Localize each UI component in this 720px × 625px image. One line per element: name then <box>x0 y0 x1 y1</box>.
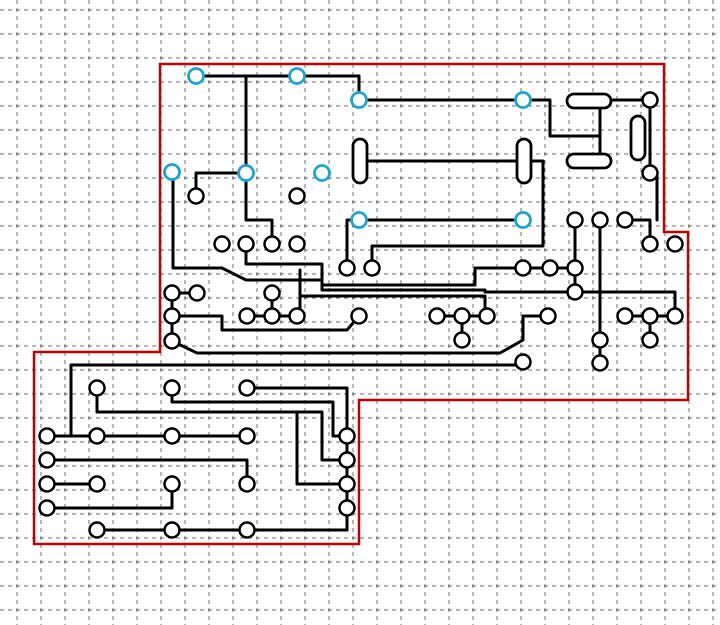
pad <box>338 475 356 493</box>
pad <box>38 499 56 517</box>
pad <box>616 211 634 229</box>
pad <box>163 521 181 539</box>
pad <box>478 307 496 325</box>
pad <box>38 451 56 469</box>
pad <box>350 307 368 325</box>
pad <box>263 307 281 325</box>
pad <box>288 235 306 253</box>
pad <box>238 307 256 325</box>
trace <box>45 458 249 486</box>
trace <box>45 363 73 438</box>
pad <box>591 354 609 372</box>
pad <box>263 284 281 302</box>
mounting-pad <box>514 91 532 109</box>
trace <box>244 242 525 287</box>
pad <box>338 499 356 517</box>
pad <box>641 164 659 182</box>
pad <box>566 259 584 277</box>
pad <box>453 331 471 349</box>
pad <box>38 427 56 445</box>
mounting-pad <box>288 67 306 85</box>
pad <box>591 211 609 229</box>
trace <box>170 314 550 355</box>
slot-pads <box>351 92 647 185</box>
pad <box>213 235 231 253</box>
pad <box>338 259 356 277</box>
pad <box>514 259 532 277</box>
mounting-pad <box>163 163 181 181</box>
pad <box>338 451 356 469</box>
pad <box>163 427 181 445</box>
pad <box>666 307 684 325</box>
board-outline <box>32 62 690 546</box>
mounting-pads <box>163 67 532 229</box>
pad <box>514 353 532 371</box>
pad <box>641 307 659 325</box>
pad <box>288 307 306 325</box>
pad <box>238 427 256 445</box>
trace <box>295 410 349 486</box>
pad <box>88 521 106 539</box>
slot-pad <box>565 92 613 110</box>
pad <box>428 307 446 325</box>
pad <box>238 521 256 539</box>
pad <box>88 379 106 397</box>
pad <box>641 91 659 109</box>
slot-pad <box>351 137 369 185</box>
pad <box>453 307 471 325</box>
mounting-pad <box>237 164 255 182</box>
pad <box>163 307 181 325</box>
trace <box>95 386 349 462</box>
pad <box>238 475 256 493</box>
pad <box>616 307 634 325</box>
mounting-pad <box>350 211 368 229</box>
pad <box>88 475 106 493</box>
pad <box>363 259 381 277</box>
trace <box>245 386 349 438</box>
slot-pad <box>515 137 533 185</box>
pad <box>566 283 584 301</box>
pad <box>591 331 609 349</box>
trace <box>95 506 349 532</box>
pad <box>163 475 181 493</box>
pad <box>666 235 684 253</box>
pad <box>188 284 206 302</box>
mounting-pad <box>187 67 205 85</box>
pad <box>566 211 584 229</box>
trace <box>244 171 274 246</box>
pad <box>163 379 181 397</box>
trace <box>370 159 545 270</box>
pad <box>338 427 356 445</box>
trace <box>170 314 361 332</box>
pads <box>38 91 684 539</box>
trace <box>45 482 174 510</box>
slot-pad <box>629 114 647 162</box>
pad <box>641 235 659 253</box>
slot-pad <box>565 152 613 170</box>
mounting-pad <box>514 211 532 229</box>
mounting-pad <box>313 164 331 182</box>
pad <box>263 235 281 253</box>
pad <box>163 284 181 302</box>
pad <box>238 379 256 397</box>
trace <box>194 74 361 102</box>
pad <box>237 235 255 253</box>
trace <box>170 386 349 438</box>
pad <box>88 427 106 445</box>
mounting-pad <box>350 91 368 109</box>
pad <box>187 187 205 205</box>
pad <box>288 187 306 205</box>
trace <box>171 171 487 292</box>
pad <box>541 259 559 277</box>
pad <box>38 475 56 493</box>
pad <box>163 332 181 350</box>
trace <box>483 290 677 318</box>
pad <box>641 331 659 349</box>
pad <box>539 307 557 325</box>
